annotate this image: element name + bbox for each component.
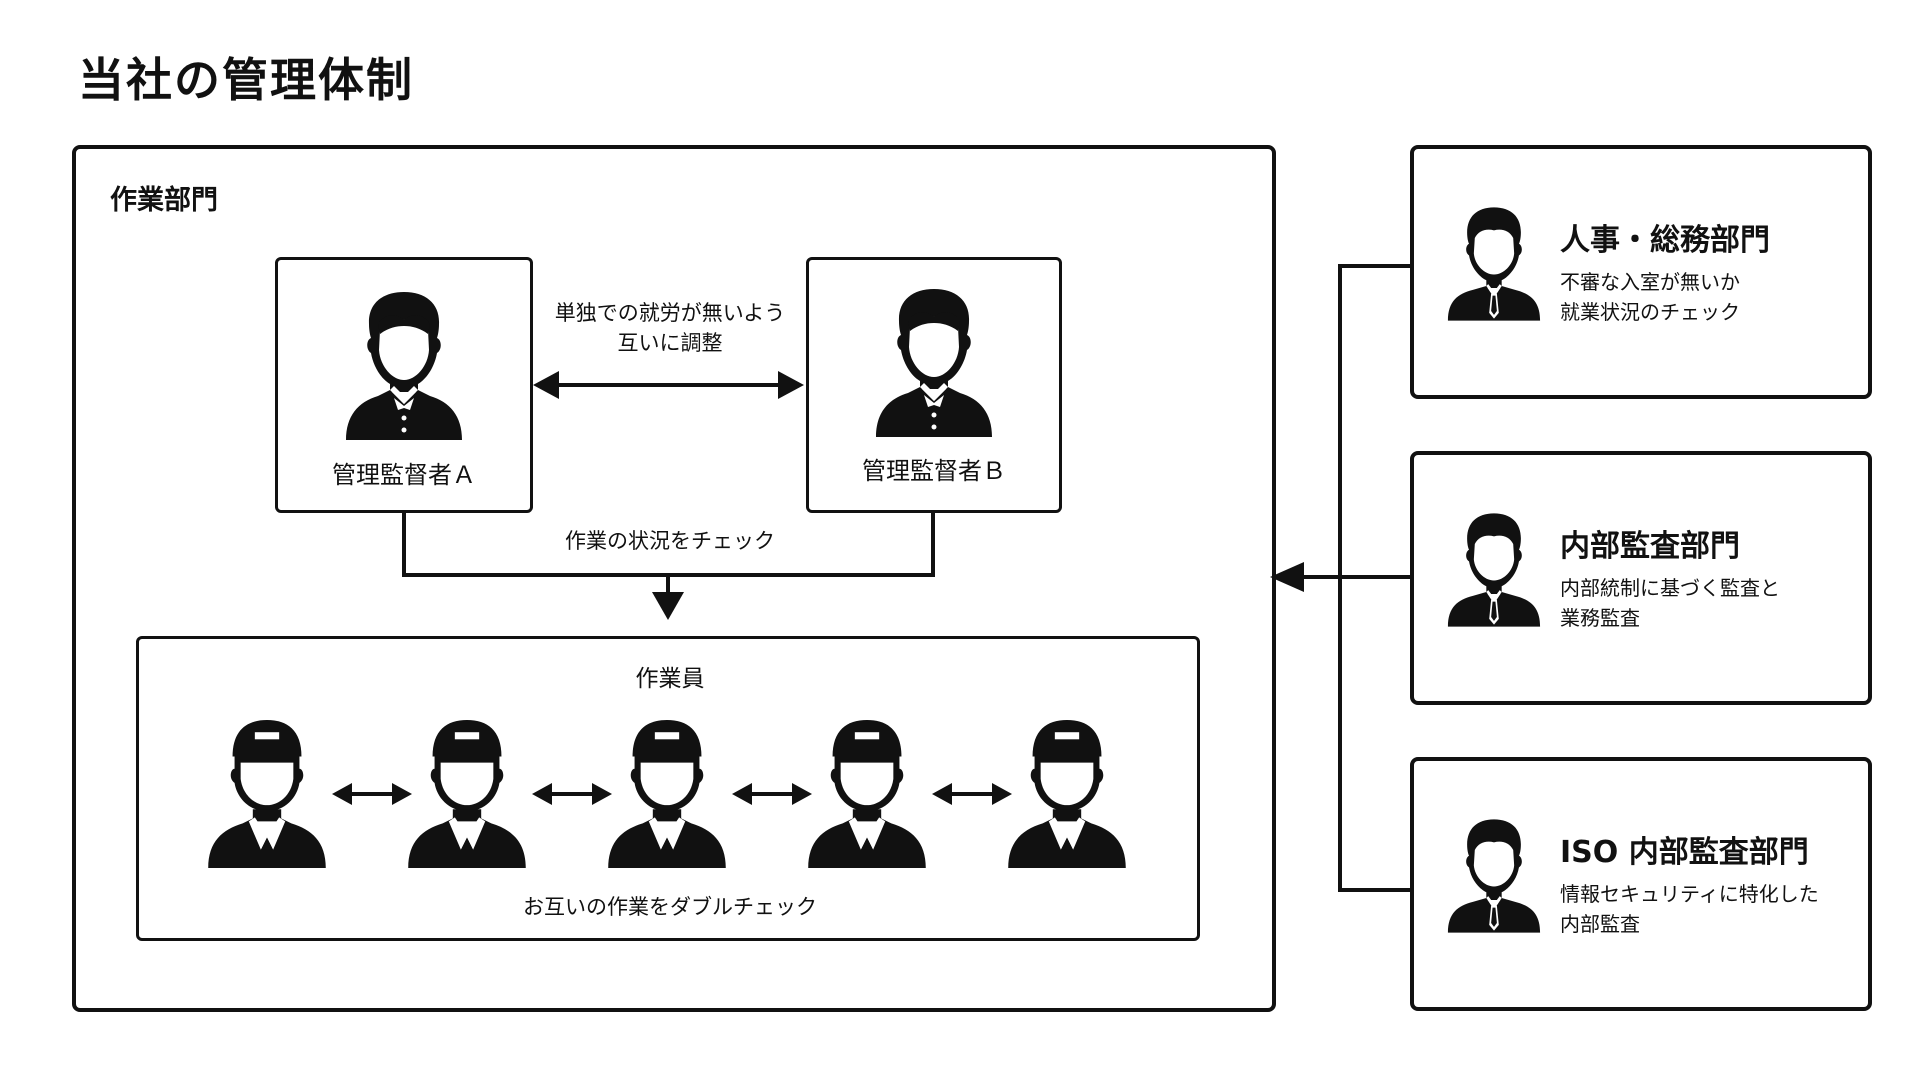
department-description: 情報セキュリティに特化した内部監査 [1560,879,1819,939]
worker-cap-person-icon [208,720,326,868]
work-department-label: 作業部門 [110,185,218,216]
manager-b-name: 管理監督者Ｂ [862,457,1006,485]
department-description-line: 業務監査 [1560,606,1640,630]
suit-person-icon [1447,513,1541,627]
department-title: 人事・総務部門 [1560,223,1770,258]
coordination-caption: 単独での就労が無いよう 互いに調整 [530,298,810,359]
department-description-line: 就業状況のチェック [1560,300,1740,324]
coordination-caption-line1: 単独での就労が無いよう [554,301,786,325]
down-connector [666,573,670,593]
department-description: 不審な入室が無いか就業状況のチェック [1560,267,1740,327]
page-title: 当社の管理体制 [78,53,414,107]
manager-a-connector [402,513,406,577]
worker-cap-person-icon [408,720,526,868]
dept-audit-connector [1300,575,1410,579]
worker-cap-person-icon [1008,720,1126,868]
dept-iso-connector [1338,888,1410,892]
department-description-line: 不審な入室が無いか [1560,270,1740,294]
department-description-line: 内部統制に基づく監査と [1560,576,1780,600]
worker-cap-person-icon [608,720,726,868]
manager-a-name: 管理監督者Ａ [332,461,476,489]
check-caption: 作業の状況をチェック [565,529,775,553]
suit-person-icon [1447,819,1541,933]
department-title: 内部監査部門 [1560,529,1740,564]
manager-b-connector [931,513,935,577]
department-description-line: 内部監査 [1560,912,1640,936]
dept-hr-connector [1338,264,1410,268]
department-description: 内部統制に基づく監査と業務監査 [1560,573,1780,633]
worker-double-arrow [532,783,612,805]
down-arrowhead [652,592,684,620]
coordination-caption-line2: 互いに調整 [617,331,723,356]
department-title: ISO 内部監査部門 [1560,835,1809,870]
departments-arrowhead [1270,562,1304,592]
worker-cap-person-icon [808,720,926,868]
workers-label: 作業員 [635,666,705,692]
suit-person-icon [1447,207,1541,321]
worker-double-arrow [732,783,812,805]
worker-double-arrow [932,783,1012,805]
worker-double-arrow [332,783,412,805]
workers-caption: お互いの作業をダブルチェック [523,895,817,919]
department-description-line: 情報セキュリティに特化した [1560,882,1819,906]
